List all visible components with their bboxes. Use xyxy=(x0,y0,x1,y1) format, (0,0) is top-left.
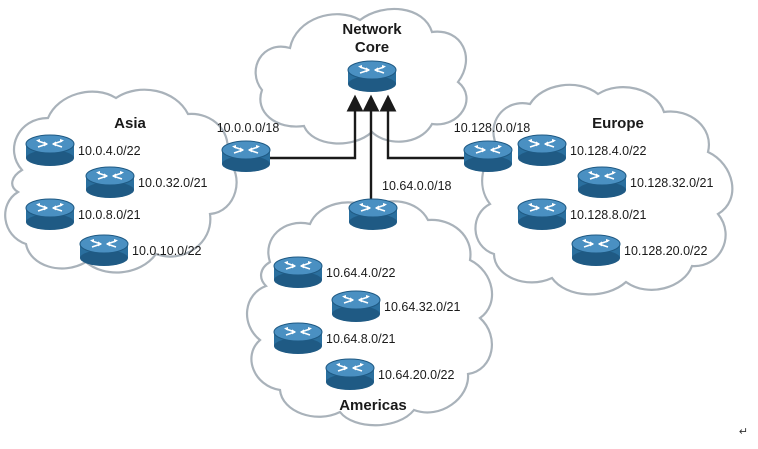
europe-aggregate-label: 10.128.0.0/18 xyxy=(454,121,531,135)
return-arrow-icon: ↵ xyxy=(738,425,748,438)
americas-aggregate-label: 10.64.0.0/18 xyxy=(382,179,452,193)
router-icon xyxy=(517,198,567,231)
europe-title: Europe xyxy=(592,115,644,132)
router-icon xyxy=(273,322,323,355)
router-icon xyxy=(221,140,271,173)
europe-subnet-label: 10.128.20.0/22 xyxy=(624,244,707,258)
americas-title: Americas xyxy=(339,397,407,414)
router-icon xyxy=(85,166,135,199)
americas-subnet-label: 10.64.4.0/22 xyxy=(326,266,396,280)
router-icon xyxy=(331,290,381,323)
router-icon xyxy=(25,134,75,167)
americas-subnet-label: 10.64.20.0/22 xyxy=(378,368,455,382)
router-icon xyxy=(577,166,627,199)
router-icon xyxy=(325,358,375,391)
americas-subnet-label: 10.64.32.0/21 xyxy=(384,300,461,314)
router-icon xyxy=(463,140,513,173)
link-asia-to-core xyxy=(248,94,364,160)
asia-subnet-label: 10.0.10.0/22 xyxy=(132,244,202,258)
americas-subnet-label: 10.64.8.0/21 xyxy=(326,332,396,346)
europe-subnet-label: 10.128.4.0/22 xyxy=(570,144,647,158)
router-icon xyxy=(79,234,129,267)
router-icon xyxy=(517,134,567,167)
links xyxy=(248,94,488,200)
asia-subnet-label: 10.0.4.0/22 xyxy=(78,144,141,158)
asia-subnet-label: 10.0.8.0/21 xyxy=(78,208,141,222)
router-icon xyxy=(348,198,398,231)
core-title-line2: Core xyxy=(355,39,389,56)
router-icon xyxy=(571,234,621,267)
router-icon xyxy=(25,198,75,231)
router-icon xyxy=(273,256,323,289)
link-europe-to-core xyxy=(379,94,488,160)
core-title-line1: Network xyxy=(342,21,402,38)
europe-subnet-label: 10.128.32.0/21 xyxy=(630,176,713,190)
router-icon xyxy=(347,60,397,93)
europe-subnet-label: 10.128.8.0/21 xyxy=(570,208,647,222)
asia-title: Asia xyxy=(114,115,146,132)
asia-subnet-label: 10.0.32.0/21 xyxy=(138,176,208,190)
asia-aggregate-label: 10.0.0.0/18 xyxy=(217,121,280,135)
